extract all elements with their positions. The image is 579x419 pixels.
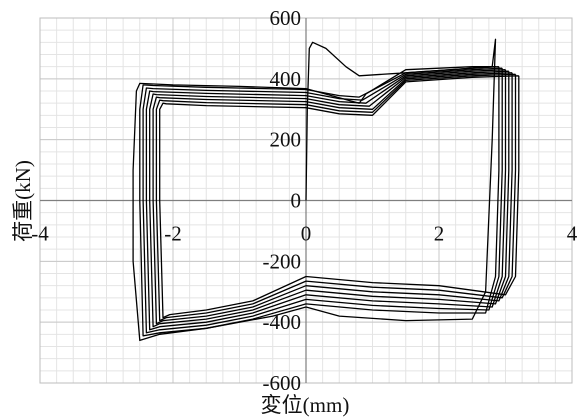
y-tick-label: 600: [270, 6, 302, 30]
y-tick-label: 200: [270, 128, 302, 152]
series-line-7: [155, 73, 517, 322]
x-tick-label: 0: [301, 222, 312, 246]
tick-labels: -4 -2 0 2 4 -600 -400 -200 0 200 400 600: [31, 6, 578, 395]
series-line-5: [149, 70, 510, 328]
series-line-8: [159, 75, 520, 319]
y-tick-label: -200: [263, 249, 302, 273]
y-axis-title: 荷重(kN): [11, 160, 35, 242]
x-tick-label: -2: [164, 222, 182, 246]
series-line-3: [142, 67, 503, 334]
series-layer: [132, 38, 520, 342]
series-line-2: [139, 66, 500, 337]
series-line-4: [145, 69, 507, 331]
y-tick-label: -400: [263, 310, 302, 334]
y-tick-label: 400: [270, 67, 302, 91]
series-line-1: [132, 38, 497, 342]
series-line-6: [152, 72, 513, 325]
y-tick-label: -600: [263, 371, 302, 395]
x-tick-label: 4: [567, 222, 578, 246]
x-axis-title: 変位(mm): [261, 393, 350, 417]
x-tick-label: 2: [434, 222, 445, 246]
x-tick-label: -4: [31, 222, 49, 246]
axis-titles: 変位(mm) 荷重(kN): [11, 160, 349, 417]
y-tick-label: 0: [291, 189, 302, 213]
